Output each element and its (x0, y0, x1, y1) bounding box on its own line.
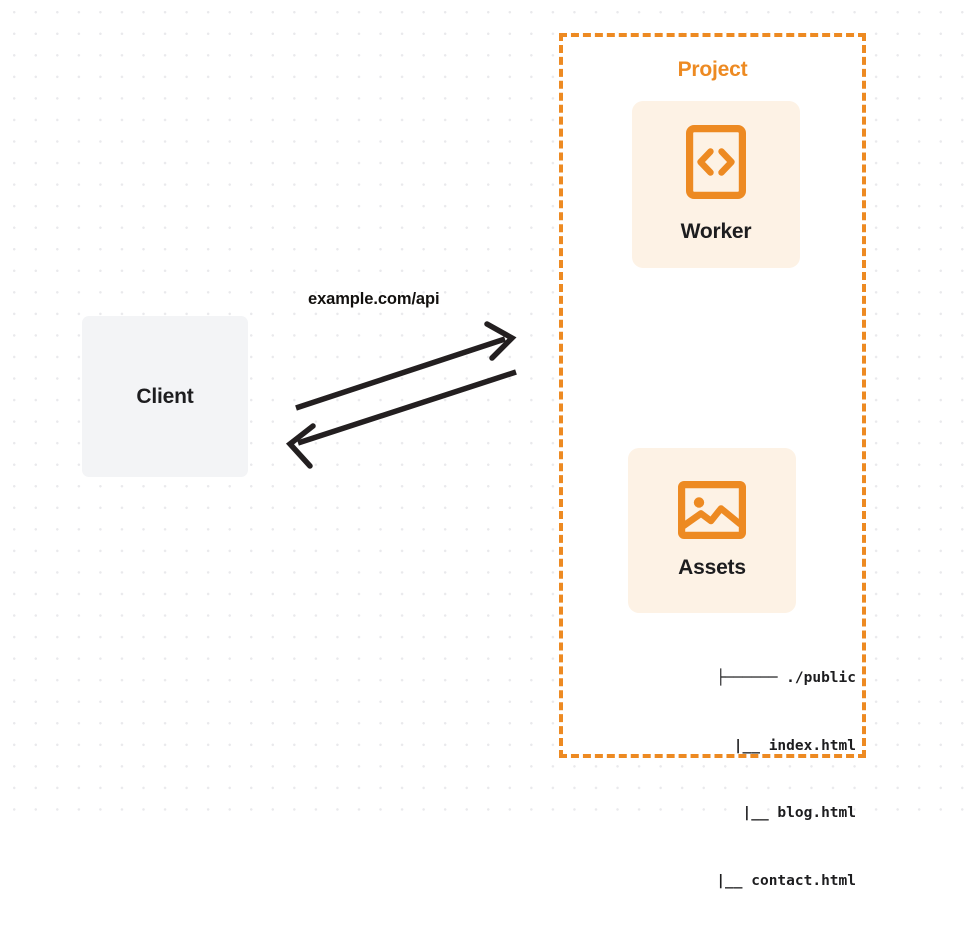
assets-card-label: Assets (678, 556, 746, 579)
request-arrow (295, 321, 517, 411)
request-url-label: example.com/api (308, 290, 440, 308)
request-arrow-line (295, 336, 506, 411)
diagram-canvas: Client example.com/api Project ├────── .… (0, 0, 980, 889)
code-brackets-icon (685, 124, 746, 204)
client-node[interactable]: Client (82, 316, 248, 477)
worker-card[interactable]: Worker (632, 101, 800, 268)
file-tree-row-contact: |__ contact.html (716, 872, 856, 889)
project-group-title: Project (670, 58, 755, 82)
assets-card[interactable]: Assets (628, 448, 796, 613)
request-arrow-head (484, 321, 517, 361)
worker-card-label: Worker (680, 220, 752, 243)
file-tree-row-index: |__ index.html (733, 737, 856, 754)
client-node-label: Client (136, 384, 194, 408)
file-tree-row-blog: |__ blog.html (742, 805, 857, 821)
response-arrow-head (285, 423, 316, 469)
assets-file-tree: ├────── ./public |__ index.html |__ blog… (611, 622, 856, 937)
image-icon (677, 480, 746, 544)
response-arrow-line (297, 369, 517, 446)
response-arrow (285, 369, 517, 469)
file-tree-row-root: ├────── ./public (716, 670, 856, 686)
